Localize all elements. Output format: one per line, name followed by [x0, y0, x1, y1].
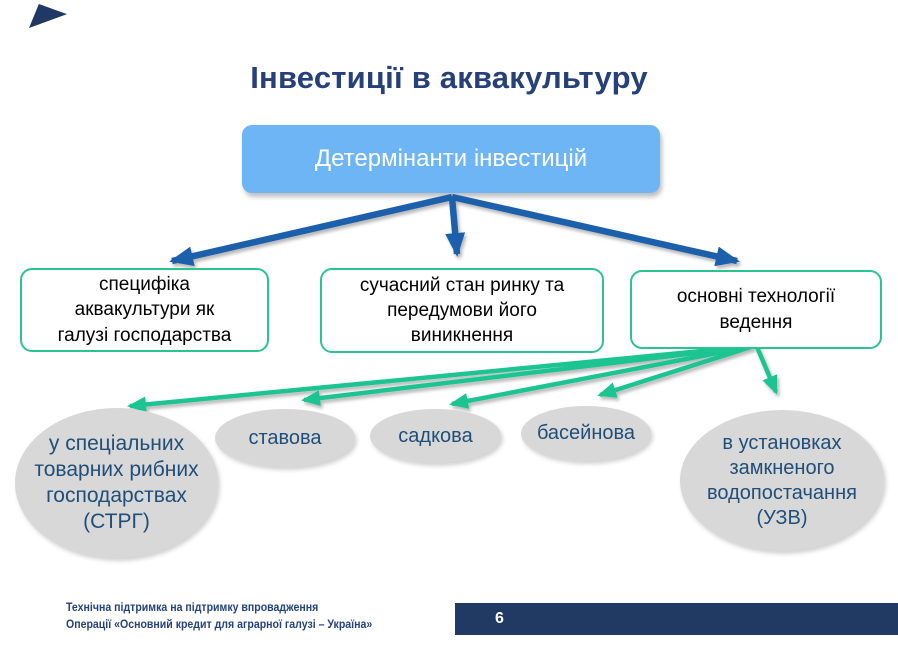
cursor-pointer-icon [29, 4, 67, 28]
footer-page-bar: 6 [455, 603, 898, 635]
root-node-label: Детермінанти інвестицій [314, 145, 588, 172]
arrow-to-box1 [169, 193, 453, 267]
footer-project-text: Технічна підтримка на підтримку впровадж… [66, 599, 414, 633]
arrow-to-ellipse5 [754, 346, 779, 395]
technology-label: садкова [398, 424, 473, 447]
determinant-label: сучасний стан ринку та передумови його в… [359, 274, 565, 347]
blue-connector-group [169, 193, 740, 267]
footer-line1: Технічна підтримка на підтримку впровадж… [66, 600, 319, 614]
technology-label: в установках замкненого водопостачання (… [707, 431, 857, 529]
page-number: 6 [495, 610, 504, 627]
determinant-label: специфіка аквакультури як галузі господа… [57, 274, 232, 346]
determinant-box-market-state: сучасний стан ринку та передумови його в… [320, 268, 604, 353]
arrow-to-box2 [445, 196, 466, 257]
determinant-box-specifics: специфіка аквакультури як галузі господа… [20, 268, 269, 352]
technology-ellipse-cage: садкова [370, 409, 501, 463]
footer-line2: Операції «Основний кредит для аграрної г… [66, 617, 373, 632]
green-connector-group [127, 343, 779, 413]
determinant-label: основні технології ведення [676, 286, 836, 333]
technology-ellipse-uzv: в установках замкненого водопостачання (… [680, 410, 884, 551]
slide-title: Інвестиції в аквакультуру [250, 60, 648, 95]
arrow-to-ellipse1 [127, 343, 755, 413]
technology-label: ставова [248, 426, 322, 449]
arrow-to-ellipse3 [449, 343, 755, 409]
determinant-box-technologies: основні технології ведення [630, 270, 882, 349]
arrow-to-ellipse4 [597, 343, 755, 398]
arrow-to-ellipse2 [301, 343, 755, 407]
technology-label: басейнова [536, 422, 636, 444]
technology-ellipse-pond: ставова [215, 409, 355, 467]
technology-ellipse-basin: басейнова [521, 406, 651, 461]
root-node-determinants: Детермінанти інвестицій [242, 125, 660, 193]
technology-ellipse-strg: у спеціальних товарних рибних господарст… [15, 408, 218, 558]
arrow-to-box3 [451, 193, 740, 267]
technology-label: у спеціальних товарних рибних господарст… [34, 431, 199, 534]
